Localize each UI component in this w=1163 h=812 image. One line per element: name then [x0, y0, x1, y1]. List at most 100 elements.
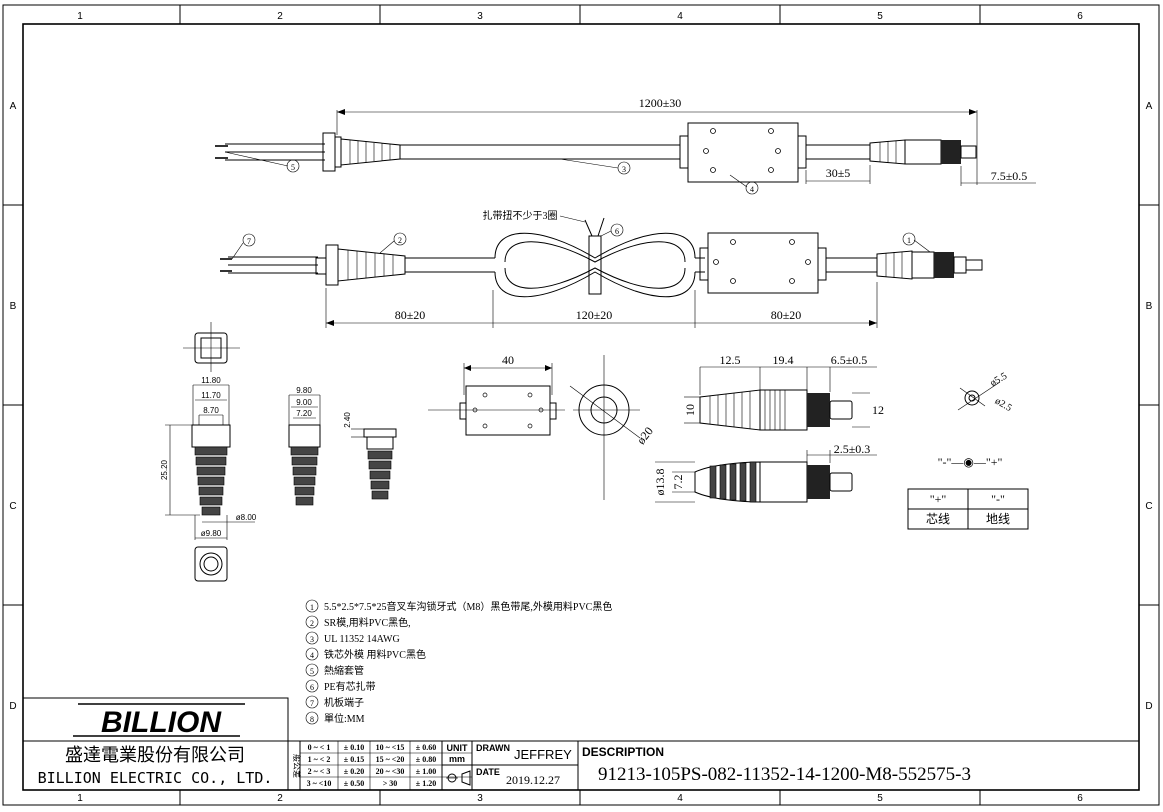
note-item: 2 SR模,用料PVC黑色, [305, 615, 411, 629]
top-callout-3: 3 [622, 165, 626, 174]
tol-r4-c1: 3 ~ <10 [307, 779, 332, 788]
tol-r3-c1: 2 ~ < 3 [308, 767, 331, 776]
plug-dim-19-4: 19.4 [773, 353, 794, 367]
note-text: UL 11352 14AWG [324, 634, 400, 645]
tol-r4-c4: ± 1.20 [416, 779, 436, 788]
top-callout-4: 4 [750, 185, 754, 194]
svg-text:6: 6 [310, 683, 314, 692]
row-label-d: D [9, 701, 16, 712]
bottom-callout-6: 6 [615, 227, 619, 236]
boot-dim-11-70: 11.70 [201, 391, 221, 400]
boot-detail-views: 11.80 11.70 8.70 25.20 ø8.00 ø9.80 [160, 322, 397, 582]
tol-r3-c3: 20 ~ <30 [376, 767, 405, 776]
bottom-dim-1: 80±20 [395, 308, 426, 322]
note-item: 1 5.5*2.5*7.5*25音叉车沟锁牙式（M8）黑色带尾,外模用料PVC黑… [305, 599, 612, 613]
col-label-1-bottom: 1 [77, 793, 83, 804]
row-label-d-right: D [1145, 701, 1152, 712]
svg-text:1: 1 [310, 603, 314, 612]
svg-text:7: 7 [310, 699, 314, 708]
tol-r1-c2: ± 0.10 [344, 743, 364, 752]
notes-list: 1 5.5*2.5*7.5*25音叉车沟锁牙式（M8）黑色带尾,外模用料PVC黑… [305, 599, 612, 725]
projection-symbol-icon [446, 770, 471, 786]
tol-r1-c4: ± 0.60 [416, 743, 436, 752]
tol-r2-c1: 1 ~ < 2 [308, 755, 331, 764]
top-cable-view: 1200±30 [215, 96, 1036, 195]
note-item: 5 熱縮套管 [305, 663, 364, 677]
part-number: 91213-105PS-082-11352-14-1200-M8-552575-… [598, 764, 971, 785]
col-label-1: 1 [77, 11, 83, 22]
col-label-6: 6 [1077, 11, 1083, 22]
polarity-cell-core: 芯线 [926, 512, 950, 526]
title-block: BILLION 盛達電業股份有限公司 BILLION ELECTRIC CO.,… [22, 697, 1140, 791]
border-frame: 1 2 3 4 5 6 1 2 3 4 5 6 A B C D A B C D [2, 4, 1160, 806]
col-label-4-bottom: 4 [677, 793, 683, 804]
date-label: DATE [476, 767, 500, 777]
plug-dim-13-8: ø13.8 [653, 469, 667, 496]
col-label-2: 2 [277, 11, 283, 22]
tol-r1-c3: 10 ~ <15 [376, 743, 405, 752]
row-label-c: C [9, 501, 16, 512]
row-label-a: A [10, 101, 17, 112]
tie-note: 扎带扭不少于3圈 [483, 209, 558, 222]
core-diameter: ø20 [634, 424, 656, 447]
unit-value: mm [449, 754, 465, 764]
tol-r2-c3: 15 ~ <20 [376, 755, 405, 764]
billion-logo: BILLION [73, 703, 245, 739]
polarity-diagram: "-"—◉—"+" "+" "-" 芯线 地线 [907, 455, 1029, 530]
row-label-b: B [10, 301, 17, 312]
polarity-symbol: "-"—◉—"+" [938, 455, 1003, 469]
pin-detail: ø5.5 ø2.5 [957, 371, 1014, 414]
boot-dim-7-20: 7.20 [296, 409, 312, 418]
top-tail-dim: 30±5 [826, 166, 851, 180]
description-label: DESCRIPTION [582, 745, 664, 759]
note-text: 铁芯外模 用料PVC黑色 [324, 648, 426, 661]
svg-text:8: 8 [310, 715, 314, 724]
boot-dim-9-00: 9.00 [296, 398, 312, 407]
polarity-header-plus: "+" [930, 492, 947, 506]
svg-text:4: 4 [310, 651, 314, 660]
ferrite-core-detail: 40 ø20 [428, 353, 656, 500]
svg-text:3: 3 [310, 635, 314, 644]
coiled-cable-view: 扎带扭不少于3圈 80±20 120±20 80±20 7 2 6 1 [220, 209, 983, 328]
unit-label: UNIT [447, 743, 468, 753]
tol-r2-c2: ± 0.15 [344, 755, 364, 764]
bottom-callout-7: 7 [247, 237, 251, 246]
top-callout-5: 5 [291, 163, 295, 172]
plug-dim-2-5: 2.5±0.3 [834, 442, 871, 456]
pin-outer-diameter: ø5.5 [988, 371, 1009, 389]
tol-r3-c2: ± 0.20 [344, 767, 364, 776]
svg-text:BILLION: BILLION [101, 706, 222, 739]
note-text: 熱縮套管 [324, 664, 364, 677]
row-label-b-right: B [1146, 301, 1153, 312]
top-tip-dim: 7.5±0.5 [991, 169, 1028, 183]
company-name-cn: 盛達電業股份有限公司 [65, 745, 245, 765]
plug-detail-views: 12.5 19.4 6.5±0.5 10 12 [653, 353, 884, 503]
svg-text:5: 5 [310, 667, 314, 676]
note-item: 8 單位:MM [305, 711, 365, 725]
drawn-label: DRAWN [476, 743, 510, 753]
boot-dim-9-80: ø9.80 [201, 529, 222, 538]
company-name-en: BILLION ELECTRIC CO., LTD. [38, 769, 273, 787]
plug-dim-6-5: 6.5±0.5 [831, 353, 868, 367]
note-item: 6 PE有芯扎带 [305, 679, 376, 693]
boot-dim-9-80b: 9.80 [296, 386, 312, 395]
boot-dim-25-20: 25.20 [160, 459, 169, 480]
note-text: 單位:MM [324, 712, 365, 725]
svg-text:2: 2 [310, 619, 314, 628]
note-text: 机板端子 [324, 696, 364, 709]
col-label-5-bottom: 5 [877, 793, 883, 804]
polarity-header-minus: "-" [991, 492, 1005, 506]
bottom-dim-3: 80±20 [771, 308, 802, 322]
note-text: SR模,用料PVC黑色, [324, 616, 411, 629]
bottom-dim-2: 120±20 [576, 308, 613, 322]
polarity-cell-ground: 地线 [986, 512, 1010, 526]
tol-r3-c4: ± 1.00 [416, 767, 436, 776]
plug-dim-10: 10 [683, 404, 697, 416]
row-label-a-right: A [1146, 101, 1153, 112]
core-length: 40 [502, 353, 514, 367]
tol-r4-c3: > 30 [383, 779, 398, 788]
bottom-callout-2: 2 [398, 236, 402, 245]
note-item: 4 铁芯外模 用料PVC黑色 [305, 647, 426, 661]
bottom-callout-1: 1 [907, 236, 911, 245]
